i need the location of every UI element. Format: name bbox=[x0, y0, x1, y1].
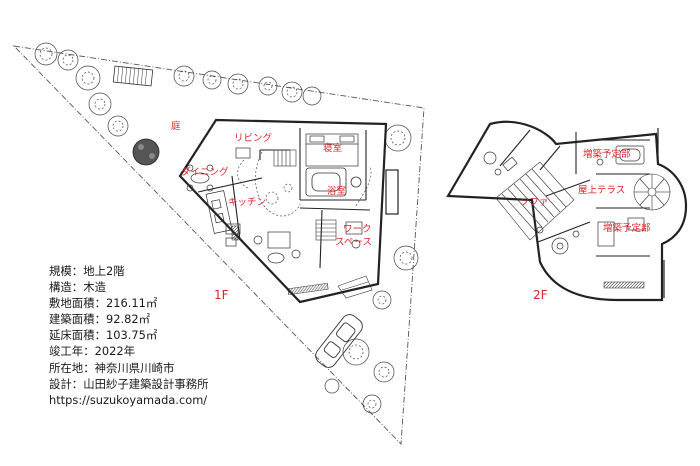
spec-location: 所在地：神奈川県川崎市 bbox=[49, 360, 175, 375]
spec-completion-year: 竣工年：2022年 bbox=[49, 344, 135, 359]
spec-scale: 規模：地上2階 bbox=[49, 264, 125, 278]
room-label-extension-2: 増築予定部 bbox=[603, 222, 651, 234]
room-label-roof-terrace: 屋上テラス bbox=[578, 185, 625, 196]
room-label-kitchen: キッチン bbox=[228, 197, 266, 208]
architect-url[interactable]: https://suzukoyamada.com/ bbox=[49, 392, 208, 407]
spec-site-area: 敷地面積：216.11㎡ bbox=[49, 296, 158, 311]
garden-tree-dark bbox=[132, 138, 160, 166]
room-label-extension-1: 増築予定部 bbox=[583, 148, 631, 160]
spec-building-area: 建築面積：92.82㎡ bbox=[49, 312, 150, 327]
room-label-dining: ダイニング bbox=[181, 166, 229, 178]
parked-car bbox=[315, 314, 363, 368]
room-label-bath: 浴室 bbox=[327, 185, 346, 197]
room-label-space: スペース bbox=[335, 237, 372, 248]
house-2f-outline bbox=[446, 120, 688, 302]
room-label-bedroom: 寝室 bbox=[323, 142, 342, 154]
spec-architect: 設計：山田紗子建築設計事務所 bbox=[49, 376, 209, 391]
house-1f-outline bbox=[178, 118, 399, 304]
spec-floor-area: 延床面積：103.75㎡ bbox=[49, 328, 158, 343]
room-label-sofa: ソファ bbox=[520, 197, 549, 208]
floor-label-2f: 2F bbox=[533, 288, 548, 302]
room-label-living: リビング bbox=[234, 132, 273, 144]
building-specs: 規模：地上2階 構造：木造 敷地面積：216.11㎡ 建築面積：92.82㎡ 延… bbox=[49, 263, 209, 408]
site-trees bbox=[34, 42, 419, 414]
spec-structure: 構造：木造 bbox=[49, 280, 106, 295]
room-label-work: ワーク bbox=[343, 224, 372, 235]
site-boundary bbox=[12, 45, 425, 446]
floor-label-1f: 1F bbox=[214, 288, 229, 302]
solar-panel bbox=[112, 65, 154, 87]
room-label-garden: 庭 bbox=[171, 120, 181, 132]
